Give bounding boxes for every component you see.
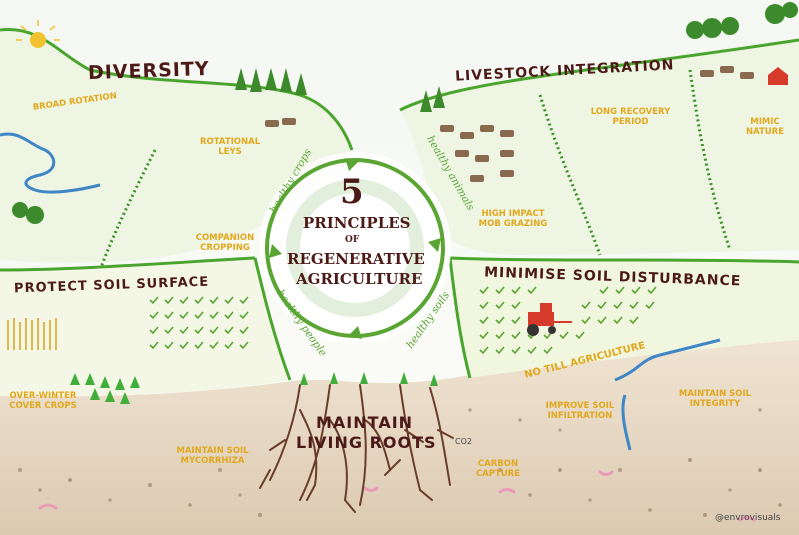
principles-ring xyxy=(259,152,451,344)
center-line-agriculture: AGRICULTURE xyxy=(296,270,423,288)
note-mimic-nature: MIMIC NATURE xyxy=(745,117,785,137)
note-over-winter-cover-crops: OVER-WINTER COVER CROPS xyxy=(9,391,77,411)
maintain-living-roots-title-line2: LIVING ROOTS xyxy=(296,433,437,452)
protect-field xyxy=(0,258,290,397)
trees xyxy=(12,2,798,224)
sun-icon xyxy=(16,20,60,48)
diversity-title: DIVERSITY xyxy=(87,57,210,85)
soil-layer xyxy=(0,340,799,535)
cattle-icons xyxy=(265,66,754,182)
note-maintain-soil-mycorrhiza: MAINTAIN SOIL MYCORRHIZA xyxy=(176,446,249,466)
livestock-field xyxy=(400,40,799,255)
note-companion-cropping: COMPANION CROPPING xyxy=(195,233,255,253)
co2-label: CO2 xyxy=(455,437,472,446)
maintain-living-roots-title-line1: MAINTAIN xyxy=(316,413,414,432)
note-carbon-capture: CARBON CAPTURE xyxy=(475,459,521,479)
minimise-field xyxy=(450,258,799,378)
center-line-regenerative: REGENERATIVE xyxy=(287,250,425,268)
center-line-of: OF xyxy=(345,235,360,245)
principles-number: 5 xyxy=(340,172,364,212)
note-rotational-leys: ROTATIONAL LEYS xyxy=(200,137,261,157)
tractor-icon xyxy=(527,303,572,336)
diversity-field xyxy=(0,29,352,263)
barn-icon xyxy=(768,67,788,85)
artist-credit: @envrovisuals xyxy=(715,513,781,523)
living-roots xyxy=(259,384,454,513)
center-line-principles: PRINCIPLES xyxy=(303,214,411,232)
note-improve-soil-infiltration: IMPROVE SOIL INFILTRATION xyxy=(545,401,615,421)
note-high-impact-mob-grazing: HIGH IMPACT MOB GRAZING xyxy=(478,209,548,229)
river-right xyxy=(614,338,721,451)
note-long-recovery-period: LONG RECOVERY PERIOD xyxy=(590,107,671,127)
note-maintain-soil-integrity: MAINTAIN SOIL INTEGRITY xyxy=(678,389,752,409)
river-left xyxy=(0,132,101,194)
